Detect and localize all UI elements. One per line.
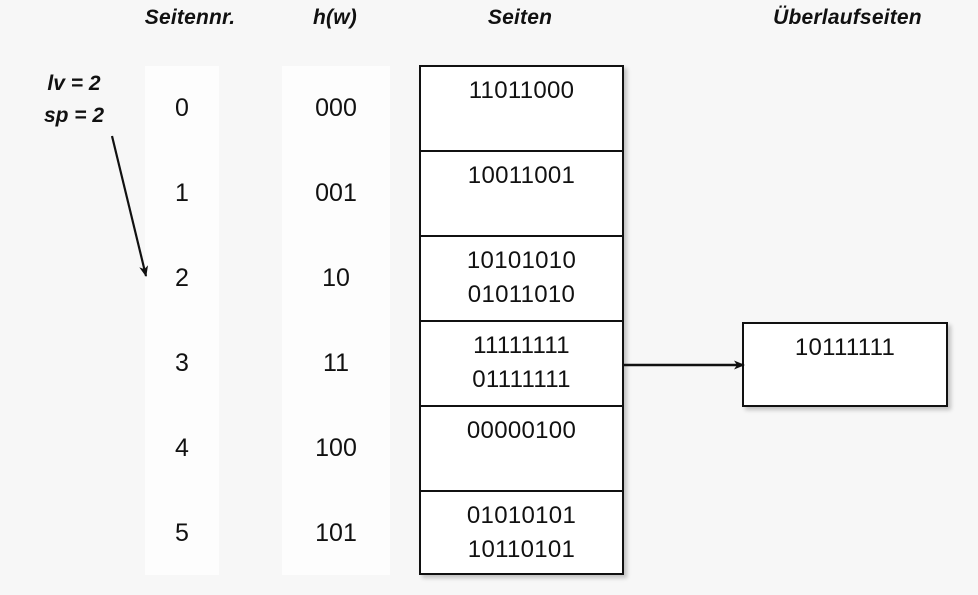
hw-cell: 101: [315, 519, 357, 547]
seitennr-cell: 4: [175, 434, 189, 462]
page-cell: 00000100: [421, 407, 622, 492]
seitennr-cell: 1: [175, 179, 189, 207]
column-header-seitennr: Seitennr.: [144, 6, 236, 29]
page-cell: 10101010 01011010: [421, 237, 622, 322]
overflow-page-box: 10111111: [742, 322, 948, 407]
page-entry: 01010101: [466, 502, 577, 529]
seitennr-cell: 3: [175, 349, 189, 377]
page-entry: 00000100: [466, 417, 577, 444]
param-sp: sp = 2: [43, 104, 105, 127]
page-entry: 11111111: [473, 332, 570, 359]
page-entry: 10101010: [466, 247, 577, 274]
page-entry: 10011001: [467, 162, 576, 189]
seitennr-cell: 2: [175, 264, 189, 292]
hw-cell: 10: [322, 264, 350, 292]
pages-table: 11011000 10011001 10101010 01011010 11111111…: [419, 65, 624, 575]
page-entry: 01111111: [472, 366, 571, 393]
page-cell: 10011001: [421, 152, 622, 237]
hw-cell: 100: [315, 434, 357, 462]
seitennr-cell: 0: [175, 94, 189, 122]
overflow-entry: 10111111: [794, 334, 896, 361]
page-entry: 10110101: [467, 536, 576, 563]
seitennr-column: 0 1 2 3 4 5: [145, 66, 219, 575]
page-cell: 11011000: [421, 67, 622, 152]
seitennr-cell: 5: [175, 519, 189, 547]
page-cell: 01010101 10110101: [421, 492, 622, 577]
parameter-annotation: lv = 2 sp = 2: [14, 68, 134, 132]
column-header-hw: h(w): [313, 6, 357, 29]
hw-cell: 000: [315, 94, 357, 122]
hw-cell: 11: [323, 349, 349, 377]
hw-cell: 001: [315, 179, 357, 207]
hw-column: 000 001 10 11 100 101: [282, 66, 390, 575]
param-lv: lv = 2: [47, 72, 101, 95]
pointer-arrow-to-row-2: [110, 135, 149, 277]
page-entry: 01011010: [467, 281, 576, 308]
page-entry: 11011000: [468, 77, 575, 104]
page-cell: 11111111 01111111: [421, 322, 622, 407]
column-header-seiten: Seiten: [487, 6, 553, 29]
column-header-ueberlaufseiten: Überlaufseiten: [773, 6, 922, 29]
